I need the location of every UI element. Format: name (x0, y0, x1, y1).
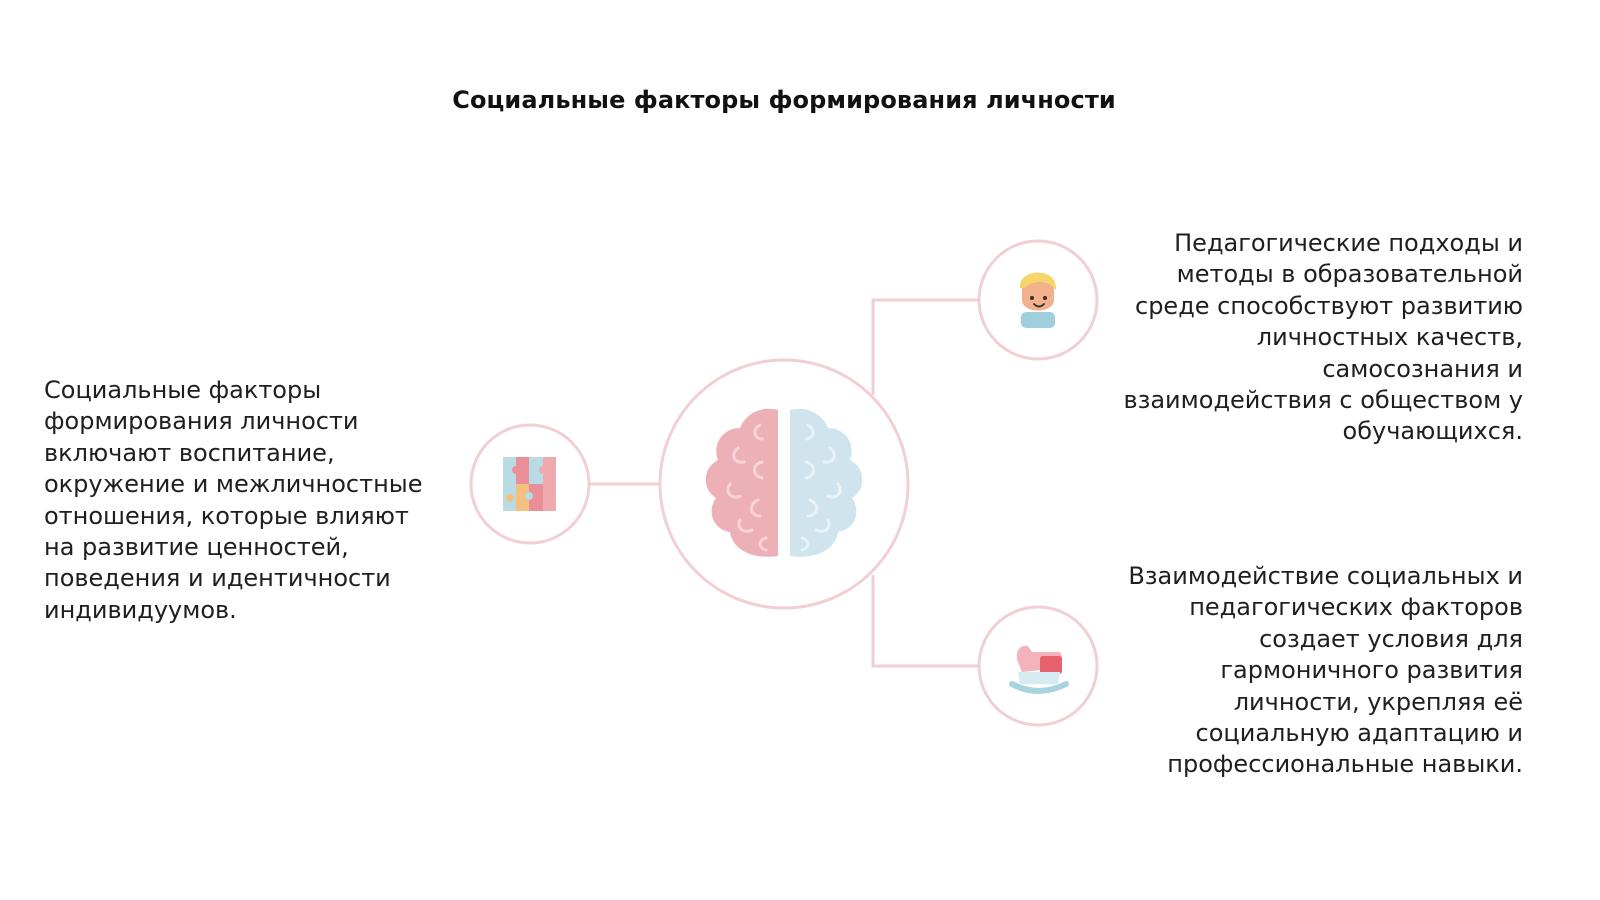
node-right-bottom (977, 605, 1099, 727)
center-ring (658, 358, 910, 610)
rocking-horse-icon (1009, 645, 1069, 694)
node-right-top (977, 239, 1099, 361)
connector-right-top (871, 298, 980, 395)
connector-lines (590, 298, 980, 668)
right-top-node-text: Педагогические подходы и методы в образо… (1123, 229, 1523, 446)
puzzle-icon (503, 457, 556, 511)
page-title: Социальные факторы формирования личности (452, 86, 1116, 114)
left-node-text: Социальные факторы формирования личности… (44, 376, 423, 624)
center-node (658, 358, 910, 610)
brain-icon (705, 408, 863, 557)
connector-right-bottom (871, 575, 980, 668)
child-face-icon (1019, 272, 1057, 328)
right-bottom-node-text: Взаимодействие социальных и педагогическ… (1128, 562, 1523, 779)
node-left (469, 423, 591, 545)
